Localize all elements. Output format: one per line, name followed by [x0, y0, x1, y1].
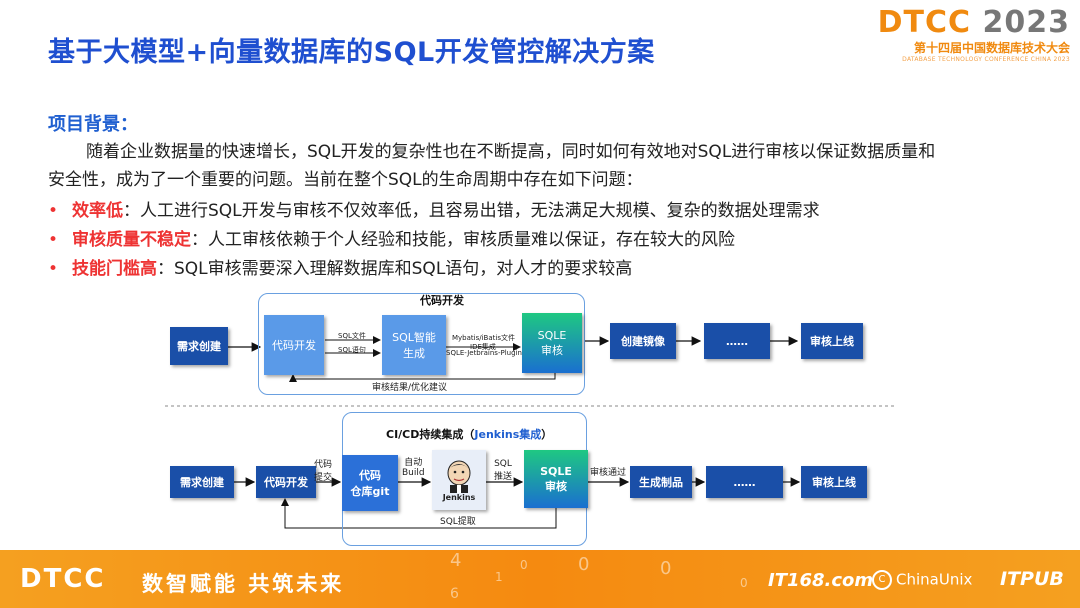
node-code-dev-2: 代码开发	[256, 466, 316, 498]
paragraph-line-1: 随着企业数据量的快速增长，SQL开发的复杂性也在不断提高，同时如何有效地对SQL…	[86, 142, 936, 162]
node-git-repo: 代码 仓库git	[342, 455, 398, 511]
bullet-item: • 审核质量不稳定：人工审核依赖于个人经验和技能，审核质量难以保证，存在较大的风险	[48, 225, 735, 250]
label-fetch: SQL提取	[440, 517, 476, 527]
label-mybatis: Mybatis/iBatis文件	[452, 334, 515, 342]
logo-year: 2023	[982, 5, 1070, 40]
bullet-text: ：人工审核依赖于个人经验和技能，审核质量难以保证，存在较大的风险	[191, 230, 735, 250]
code-dev-frame	[258, 293, 585, 395]
cicd-title-c: ）	[541, 428, 553, 441]
footer-brand: DTCC	[20, 564, 106, 594]
label-build: 自动 Build	[402, 458, 425, 478]
bullet-text: ：人工进行SQL开发与审核不仅效率低，且容易出错，无法满足大规模、复杂的数据处理…	[123, 201, 820, 221]
node-audit-online-2: 审核上线	[801, 466, 867, 498]
bullet-key: 技能门槛高	[72, 259, 157, 279]
bullet-dot: •	[48, 259, 59, 279]
cicd-title-b: Jenkins集成	[474, 428, 542, 441]
sponsor-it168: IT168.com	[768, 570, 874, 591]
page-title: 基于大模型+向量数据库的SQL开发管控解决方案	[48, 37, 655, 68]
logo-subtitle: 第十四届中国数据库技术大会	[913, 41, 1070, 55]
section-heading: 项目背景：	[48, 114, 138, 135]
label-push: SQL 推送	[494, 459, 513, 482]
bullet-dot: •	[48, 201, 59, 221]
label-plugin: SQLE-Jetbrains-Plugin	[446, 349, 522, 357]
chinaunix-icon: C	[872, 570, 892, 590]
node-sqle-audit: SQLE 审核	[522, 313, 582, 373]
node-sqle-audit-2: SQLE 审核	[524, 450, 588, 508]
node-ellipsis-2: ……	[706, 466, 783, 498]
node-requirement-2: 需求创建	[170, 466, 234, 498]
label-commit: 代码 提交	[314, 460, 333, 483]
jenkins-label: Jenkins	[442, 492, 476, 502]
cicd-title-a: CI/CD持续集成（	[386, 428, 475, 441]
sponsor-chinaunix-label: ChinaUnix	[896, 570, 973, 589]
bullet-item: • 技能门槛高：SQL审核需要深入理解数据库和SQL语句，对人才的要求较高	[48, 254, 632, 279]
dtcc-logo: DTCC 2023 第十四届中国数据库技术大会 DATABASE TECHNOL…	[870, 5, 1070, 64]
label-feedback: 审核结果/优化建议	[372, 383, 448, 393]
bullet-key: 审核质量不稳定	[72, 230, 191, 250]
logo-tagline: DATABASE TECHNOLOGY CONFERENCE CHINA 202…	[902, 56, 1070, 63]
diagram-connectors	[165, 336, 895, 529]
label-sql-stmt: SQL语句	[338, 346, 366, 354]
bullet-dot: •	[48, 230, 59, 250]
cicd-title: CI/CD持续集成（Jenkins集成）	[386, 426, 552, 442]
node-requirement: 需求创建	[170, 327, 228, 365]
sponsor-itpub: ITPUB	[1000, 568, 1064, 590]
node-audit-online: 审核上线	[801, 323, 863, 359]
node-ellipsis: ……	[704, 323, 770, 359]
node-sql-gen: SQL智能 生成	[382, 315, 446, 375]
node-create-image: 创建镜像	[610, 323, 676, 359]
node-jenkins: Jenkins	[432, 450, 486, 510]
paragraph-line-2: 安全性，成为了一个重要的问题。当前在整个SQL的生命周期中存在如下问题：	[48, 170, 643, 190]
label-ide: IDE集成	[470, 343, 496, 351]
label-pass: 审核通过	[590, 468, 627, 478]
node-artifact: 生成制品	[630, 466, 692, 498]
footer-slogan: 数智赋能 共筑未来	[142, 572, 345, 596]
workflow-diagram: 代码开发 需求创建 代码开发 SQL智能 生成 SQLE 审核 创建镜像 …… …	[0, 285, 1080, 550]
logo-brand: DTCC	[877, 5, 972, 40]
background-paragraph: 随着企业数据量的快速增长，SQL开发的复杂性也在不断提高，同时如何有效地对SQL…	[48, 138, 1008, 194]
bullet-key: 效率低	[72, 201, 123, 221]
node-code-dev: 代码开发	[264, 315, 324, 375]
label-sql-file: SQL文件	[338, 332, 366, 340]
footer-banner: 4 0 0 0 1 0 6 DTCC 数智赋能 共筑未来 IT168.com C…	[0, 550, 1080, 608]
bullet-text: ：SQL审核需要深入理解数据库和SQL语句，对人才的要求较高	[157, 259, 633, 279]
jenkins-icon	[447, 460, 471, 493]
code-dev-title: 代码开发	[420, 294, 464, 307]
bullet-item: • 效率低：人工进行SQL开发与审核不仅效率低，且容易出错，无法满足大规模、复杂的…	[48, 196, 820, 221]
